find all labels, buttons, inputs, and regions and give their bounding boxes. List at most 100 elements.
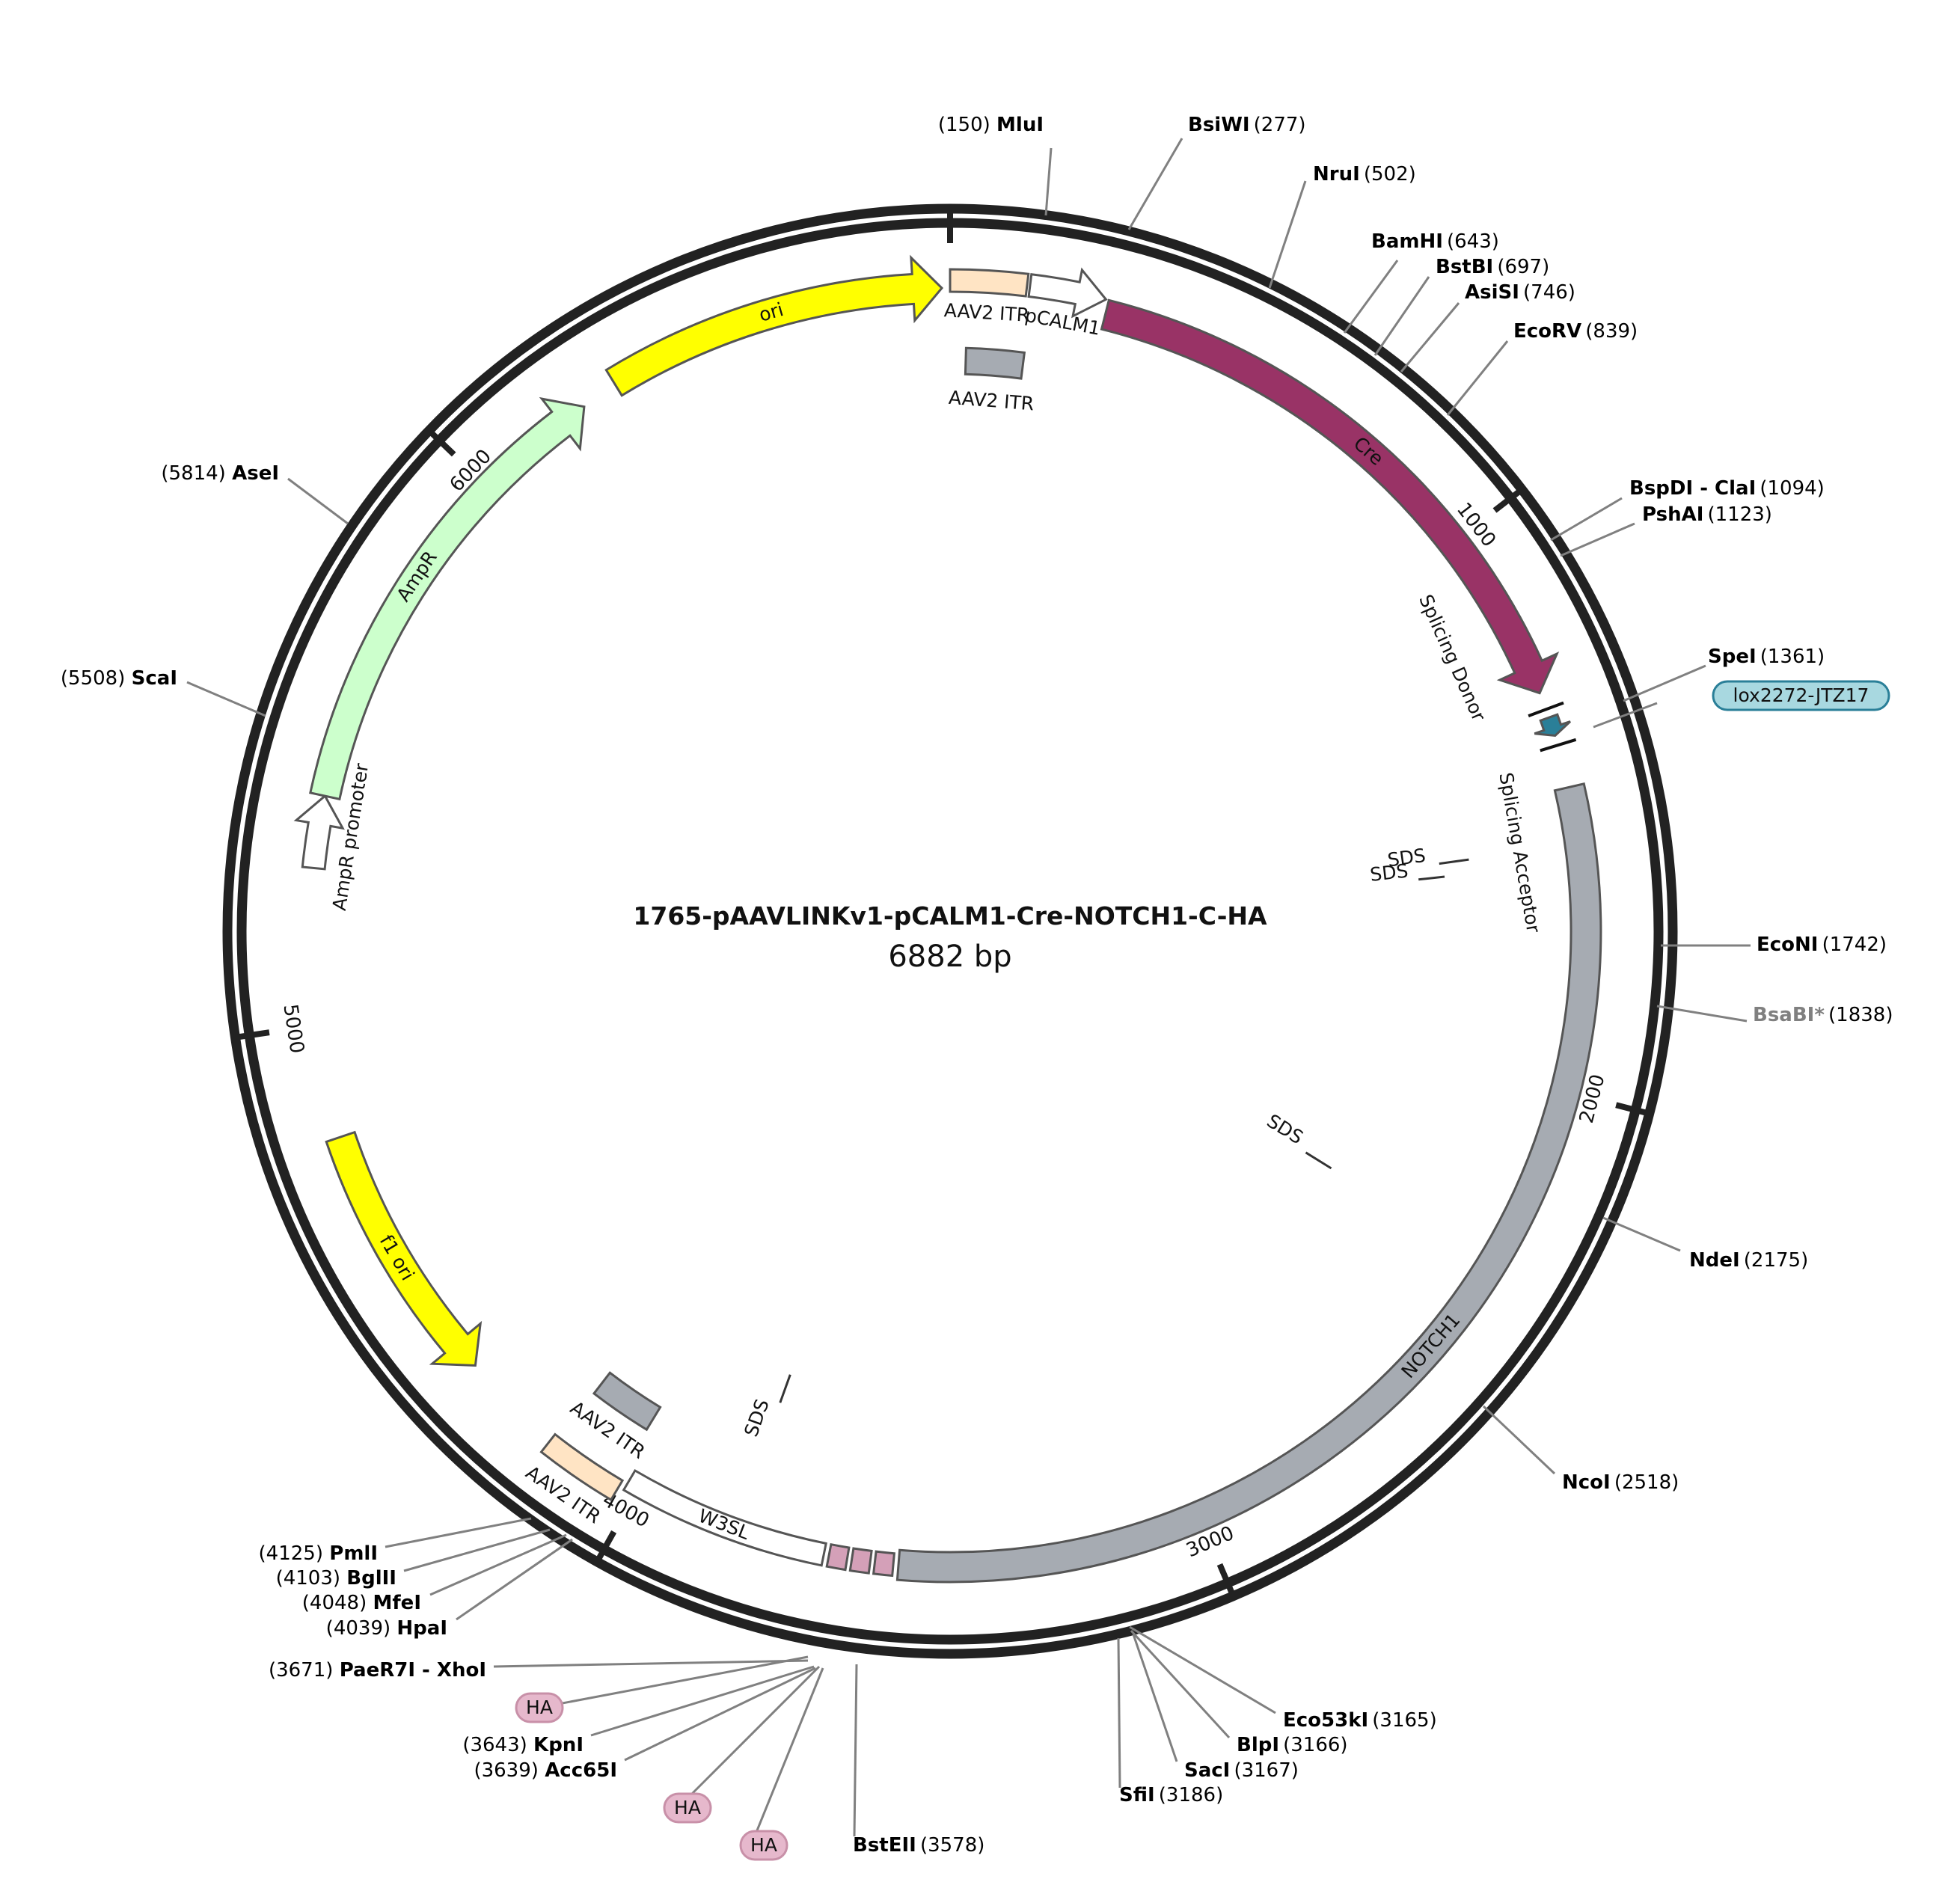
site-position: (3643) (462, 1734, 533, 1756)
site-name: SfiI (1119, 1784, 1155, 1806)
site-acc65i[interactable]: (3639) Acc65I (474, 1667, 816, 1782)
site-kpni[interactable]: (3643) KpnI (462, 1665, 815, 1756)
site-bspdi-clai[interactable]: BspDI - ClaI (1094) (1550, 477, 1825, 542)
feature-aav2-itr[interactable]: AAV2 ITR (943, 268, 1030, 326)
site-position: (3166) (1283, 1734, 1347, 1756)
site-name: BlpI (1237, 1734, 1279, 1756)
site-name: NcoI (1562, 1471, 1611, 1494)
site-econi[interactable]: EcoNI (1742) (1661, 934, 1887, 956)
site-sfii[interactable]: SfiI (3186) (1117, 1637, 1223, 1806)
site-leader-line (1132, 1634, 1178, 1762)
tick-mark (237, 1029, 270, 1040)
site-leader-line (1127, 138, 1183, 230)
backbone-inner-ring (236, 218, 1664, 1645)
site-position: (3167) (1234, 1759, 1298, 1782)
site-pshai[interactable]: PshAI (1123) (1560, 503, 1772, 557)
site-position: (277) (1254, 114, 1306, 136)
inner-itr-box[interactable]: AAV2 ITR (948, 346, 1035, 414)
feature-w3sl[interactable]: W3SL (622, 1468, 827, 1567)
backbone-outer-ring (222, 203, 1678, 1659)
site-position: (1123) (1707, 503, 1771, 526)
site-bsteii[interactable]: BstEII (3578) (853, 1664, 984, 1857)
site-leader-line (385, 1517, 532, 1548)
site-label: NruI (502) (1313, 163, 1416, 186)
site-leader-line (493, 1659, 809, 1668)
inner-itr-box[interactable]: AAV2 ITR (566, 1371, 662, 1463)
site-asisi[interactable]: AsiSI (746) (1400, 281, 1575, 373)
sds-label: SDS (1263, 1110, 1307, 1149)
site-position: (4048) (302, 1592, 373, 1614)
feature-cre[interactable]: Cre (1100, 298, 1560, 695)
site-label: BstEII (3578) (853, 1834, 984, 1857)
sds-mark (779, 1374, 791, 1403)
site-label: SpeI (1361) (1708, 646, 1825, 668)
feature-label: AAV2 ITR (943, 299, 1030, 326)
site-position: (643) (1447, 230, 1499, 253)
site-name: BstEII (853, 1834, 916, 1857)
site-leader-line (1268, 180, 1307, 289)
site-leader-line (1373, 276, 1430, 356)
feature-badge[interactable]: HA (515, 1655, 809, 1723)
site-label: (150) MluI (938, 114, 1044, 136)
feature-arc (1027, 267, 1108, 319)
site-pmli[interactable]: (4125) PmlI (259, 1517, 532, 1565)
site-ndei[interactable]: NdeI (2175) (1602, 1216, 1808, 1272)
site-name: BspDI - ClaI (1629, 477, 1756, 500)
feature-ampr[interactable]: AmpR (309, 396, 586, 801)
feature-lox2272-jtz17[interactable] (1534, 713, 1572, 738)
feature-aav2-itr[interactable]: AAV2 ITR (522, 1432, 625, 1528)
feature-ori[interactable]: ori (604, 254, 944, 397)
sds-label: SDS (1386, 845, 1427, 871)
site-spei[interactable]: SpeI (1361) (1623, 646, 1825, 702)
site-bamhi[interactable]: BamHI (643) (1343, 230, 1499, 334)
site-nrui[interactable]: NruI (502) (1268, 163, 1416, 289)
site-position: (4103) (276, 1567, 347, 1590)
site-paer7i-xhoi[interactable]: (3671) PaeR7I - XhoI (269, 1659, 809, 1682)
ha-segment (872, 1550, 896, 1578)
sds-mark (1305, 1151, 1332, 1170)
site-bsiwi[interactable]: BsiWI (277) (1127, 114, 1306, 230)
site-name: ScaI (132, 667, 177, 690)
map-size: 6882 bp (888, 940, 1011, 974)
site-scai[interactable]: (5508) ScaI (61, 667, 266, 717)
feature-badge[interactable]: HA (739, 1667, 824, 1861)
site-mfei[interactable]: (4048) MfeI (302, 1533, 567, 1614)
site-ecorv[interactable]: EcoRV (839) (1446, 320, 1638, 416)
feature-badge[interactable]: HA (663, 1665, 821, 1824)
site-asei[interactable]: (5814) AseI (161, 462, 349, 525)
site-label: NdeI (2175) (1689, 1249, 1808, 1272)
feature-arc (895, 782, 1602, 1584)
ha-segment (825, 1542, 851, 1572)
site-leader-line (1446, 340, 1509, 416)
site-name: NruI (1313, 163, 1360, 186)
splice-label: Splicing Donor (1415, 591, 1490, 725)
badge-leader-line (685, 1665, 821, 1800)
badge-label: HA (674, 1797, 701, 1818)
itr-box-shape (592, 1371, 662, 1432)
feature-ha[interactable] (825, 1542, 896, 1578)
site-bglii[interactable]: (4103) BglII (276, 1528, 551, 1590)
site-saci[interactable]: SacI (3167) (1132, 1634, 1299, 1782)
site-ncoi[interactable]: NcoI (2518) (1482, 1405, 1679, 1494)
site-leader-line (1602, 1216, 1681, 1252)
sds-mark (1439, 858, 1469, 865)
site-bsabi-[interactable]: BsaBI* (1838) (1656, 1004, 1893, 1026)
site-name: AseI (232, 462, 279, 485)
site-mlui[interactable]: (150) MluI (938, 114, 1053, 216)
feature-arc (949, 268, 1030, 298)
site-bstbi[interactable]: BstBI (697) (1373, 256, 1549, 356)
site-hpai[interactable]: (4039) HpaI (326, 1538, 573, 1640)
site-label: BsiWI (277) (1188, 114, 1306, 136)
site-position: (697) (1497, 256, 1549, 278)
site-name: SacI (1184, 1759, 1230, 1782)
feature-badge[interactable]: lox2272-JTZ17 (1593, 680, 1890, 729)
site-blpi[interactable]: BlpI (3166) (1130, 1629, 1348, 1756)
feature-arc (1100, 298, 1560, 695)
site-eco53ki[interactable]: Eco53kI (3165) (1129, 1625, 1437, 1732)
site-position: (4125) (259, 1542, 330, 1565)
feature-pcalm1[interactable]: pCALM1 (1023, 267, 1108, 340)
site-leader-line (1550, 497, 1623, 542)
site-position: (3639) (474, 1759, 545, 1782)
site-label: SacI (3167) (1184, 1759, 1299, 1782)
